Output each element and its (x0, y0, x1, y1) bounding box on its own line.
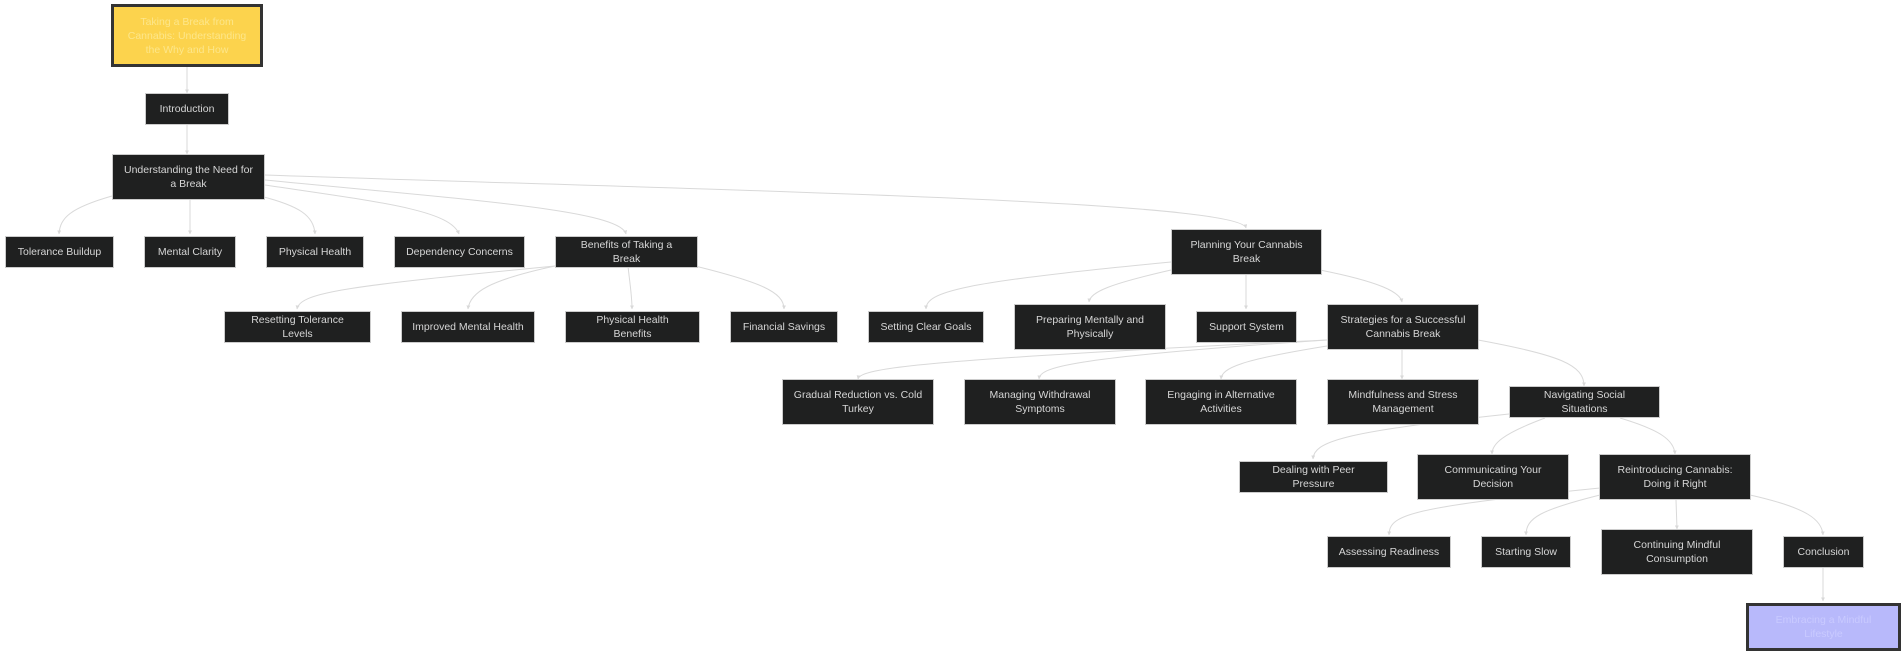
node-managing-withdrawal[interactable]: Managing Withdrawal Symptoms (964, 379, 1116, 425)
node-physical-health-label: Physical Health (278, 246, 352, 258)
node-planning-break[interactable]: Planning Your Cannabis Break (1171, 229, 1322, 275)
node-benefits-break-label: Benefits of Taking a Break (580, 239, 673, 265)
node-understanding-need-label: Understanding the Need for a Break (124, 164, 253, 190)
edge-planning-strategies (1319, 269, 1404, 303)
edge-social-communicating (1490, 417, 1546, 455)
node-start-label: Taking a Break from Cannabis: Understand… (127, 15, 247, 56)
edge-benefits-financial (694, 265, 786, 310)
node-assessing-readiness-label: Assessing Readiness (1338, 546, 1440, 558)
edge-strategies-alternative (1219, 345, 1328, 380)
node-introduction[interactable]: Introduction (145, 93, 229, 125)
edge-strategies-social (1477, 339, 1586, 387)
edges (57, 67, 1825, 602)
edge-benefits-physical-benefits (627, 265, 634, 310)
node-alternative-activities-label: Engaging in Alternative Activities (1167, 389, 1275, 415)
node-starting-slow-label: Starting Slow (1495, 546, 1557, 558)
node-gradual-reduction-label: Gradual Reduction vs. Cold Turkey (793, 389, 923, 415)
node-tolerance-buildup-label: Tolerance Buildup (17, 246, 102, 258)
edge-reintroducing-starting-slow (1524, 494, 1601, 536)
node-introduction-label: Introduction (159, 103, 215, 115)
edge-benefits-resetting (295, 265, 556, 310)
node-dependency-concerns[interactable]: Dependency Concerns (394, 236, 525, 268)
node-end[interactable]: Embracing a Mindful Lifestyle (1746, 603, 1901, 651)
node-mindfulness-stress[interactable]: Mindfulness and Stress Management (1327, 379, 1479, 425)
node-resetting-tolerance-label: Resetting Tolerance Levels (251, 314, 344, 340)
edge-understanding-benefits (264, 179, 628, 235)
node-alternative-activities[interactable]: Engaging in Alternative Activities (1145, 379, 1297, 425)
node-peer-pressure-label: Dealing with Peer Pressure (1272, 464, 1355, 490)
edge-benefits-improved-mental (466, 265, 556, 310)
edge-planning-preparing (1087, 269, 1172, 303)
node-setting-clear-goals-label: Setting Clear Goals (880, 321, 972, 333)
node-tolerance-buildup[interactable]: Tolerance Buildup (5, 236, 114, 268)
node-financial-savings[interactable]: Financial Savings (730, 311, 838, 343)
node-physical-health-benefits[interactable]: Physical Health Benefits (565, 311, 700, 343)
node-reintroducing-cannabis-label: Reintroducing Cannabis: Doing it Right (1617, 464, 1733, 490)
node-setting-clear-goals[interactable]: Setting Clear Goals (868, 311, 984, 343)
node-gradual-reduction[interactable]: Gradual Reduction vs. Cold Turkey (782, 379, 934, 425)
node-strategies-successful-label: Strategies for a Successful Cannabis Bre… (1340, 314, 1466, 340)
node-support-system-label: Support System (1209, 321, 1284, 333)
node-improved-mental-health[interactable]: Improved Mental Health (401, 311, 535, 343)
node-resetting-tolerance[interactable]: Resetting Tolerance Levels (224, 311, 371, 343)
edge-social-reintroducing (1619, 417, 1677, 455)
node-physical-health-benefits-label: Physical Health Benefits (596, 314, 669, 340)
node-navigating-social-label: Navigating Social Situations (1543, 389, 1626, 415)
node-conclusion-label: Conclusion (1797, 546, 1850, 558)
node-start[interactable]: Taking a Break from Cannabis: Understand… (111, 4, 263, 67)
node-planning-break-label: Planning Your Cannabis Break (1190, 239, 1303, 265)
node-benefits-break[interactable]: Benefits of Taking a Break (555, 236, 698, 268)
node-support-system[interactable]: Support System (1196, 311, 1297, 343)
node-communicating-decision[interactable]: Communicating Your Decision (1417, 454, 1569, 500)
node-continuing-mindful[interactable]: Continuing Mindful Consumption (1601, 529, 1753, 575)
edge-understanding-tolerance (57, 195, 113, 235)
node-navigating-social[interactable]: Navigating Social Situations (1509, 386, 1660, 418)
node-mental-clarity[interactable]: Mental Clarity (144, 236, 236, 268)
edge-reintroducing-conclusion (1749, 494, 1825, 536)
node-reintroducing-cannabis[interactable]: Reintroducing Cannabis: Doing it Right (1599, 454, 1751, 500)
node-communicating-decision-label: Communicating Your Decision (1444, 464, 1542, 490)
node-preparing-mentally[interactable]: Preparing Mentally and Physically (1014, 304, 1166, 350)
node-mindfulness-stress-label: Mindfulness and Stress Management (1348, 389, 1458, 415)
node-mental-clarity-label: Mental Clarity (157, 246, 223, 258)
edge-understanding-planning (264, 174, 1248, 229)
node-end-label: Embracing a Mindful Lifestyle (1775, 614, 1872, 640)
node-physical-health[interactable]: Physical Health (266, 236, 364, 268)
node-financial-savings-label: Financial Savings (742, 321, 826, 333)
edge-understanding-physical-health (259, 195, 317, 235)
node-improved-mental-health-label: Improved Mental Health (412, 321, 524, 333)
node-managing-withdrawal-label: Managing Withdrawal Symptoms (989, 389, 1091, 415)
node-strategies-successful[interactable]: Strategies for a Successful Cannabis Bre… (1327, 304, 1479, 350)
edge-strategies-withdrawal (1037, 339, 1328, 380)
node-preparing-mentally-label: Preparing Mentally and Physically (1036, 314, 1144, 340)
node-continuing-mindful-label: Continuing Mindful Consumption (1633, 539, 1721, 565)
node-conclusion[interactable]: Conclusion (1783, 536, 1864, 568)
edge-reintroducing-continuing (1674, 499, 1679, 530)
node-dependency-concerns-label: Dependency Concerns (406, 246, 513, 258)
edge-strategies-gradual (856, 339, 1328, 380)
node-assessing-readiness[interactable]: Assessing Readiness (1327, 536, 1451, 568)
node-understanding-need[interactable]: Understanding the Need for a Break (112, 154, 265, 200)
edge-understanding-dependency (264, 184, 460, 235)
edge-planning-clear-goals (924, 261, 1172, 310)
node-starting-slow[interactable]: Starting Slow (1481, 536, 1571, 568)
node-peer-pressure[interactable]: Dealing with Peer Pressure (1239, 461, 1388, 493)
